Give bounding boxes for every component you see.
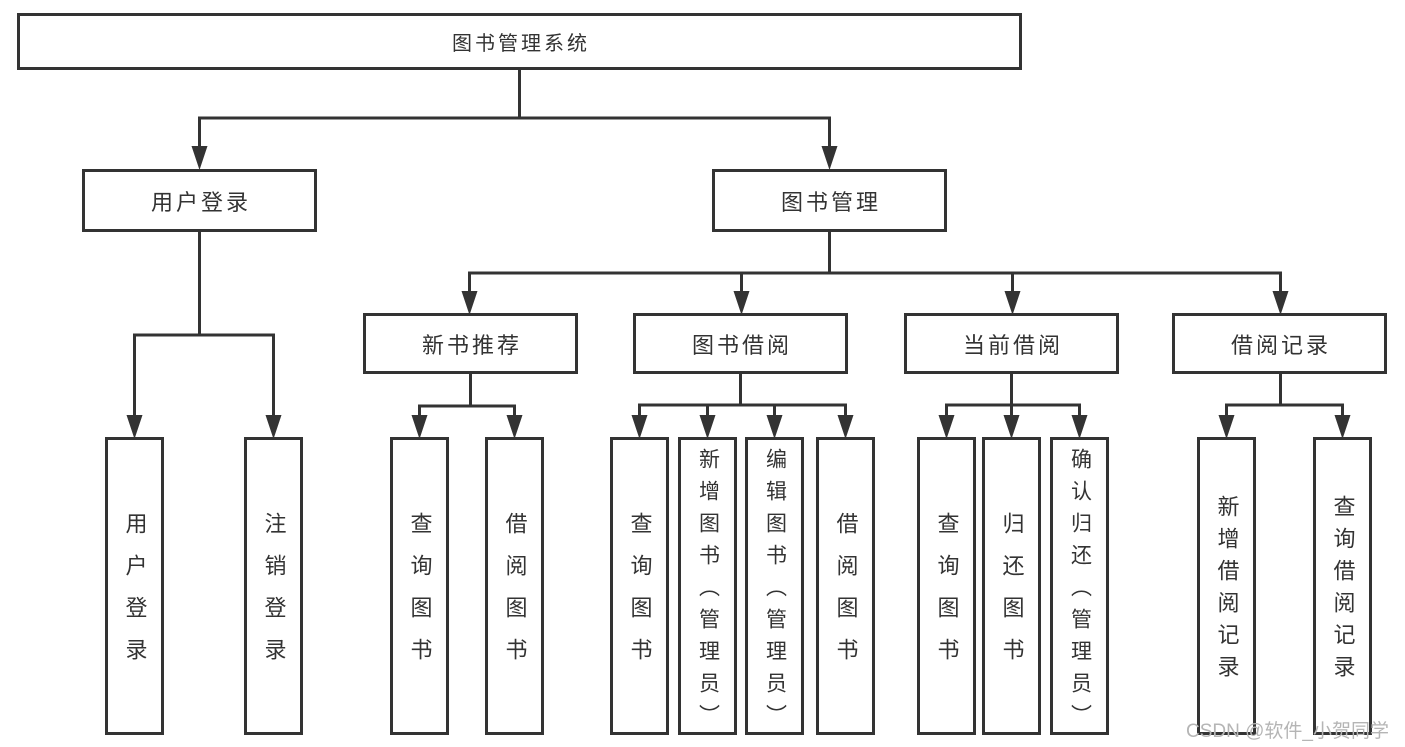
leaf-add-book-admin-label: 新增图书（管理员） [696, 447, 720, 736]
leaf-confirm-return-admin: 确认归还（管理员） [1050, 437, 1109, 736]
leaf-query-books-borrow: 查询图书 [610, 437, 669, 735]
leaf-edit-book-admin: 编辑图书（管理员） [745, 437, 804, 736]
node-library-system: 图书管理系统 [17, 13, 1022, 70]
leaf-borrow-books-label: 借阅图书 [833, 512, 859, 680]
node-user-login: 用户登录 [82, 169, 317, 232]
leaf-edit-book-admin-label: 编辑图书（管理员） [763, 447, 787, 736]
leaf-return-book: 归还图书 [982, 437, 1041, 735]
leaf-query-borrow-record-label: 查询借阅记录 [1330, 495, 1356, 687]
leaf-return-book-label: 归还图书 [999, 512, 1025, 680]
leaf-confirm-return-admin-label: 确认归还（管理员） [1068, 447, 1092, 736]
leaf-user-login: 用户登录 [105, 437, 164, 735]
leaf-user-login-label: 用户登录 [122, 512, 148, 680]
leaf-query-books-recommend: 查询图书 [390, 437, 449, 735]
node-book-management: 图书管理 [712, 169, 947, 232]
node-new-book-recommend: 新书推荐 [363, 313, 578, 374]
leaf-add-book-admin: 新增图书（管理员） [678, 437, 737, 736]
leaf-add-borrow-record-label: 新增借阅记录 [1214, 495, 1240, 687]
arrowheads [126, 146, 1351, 439]
leaf-borrow-books: 借阅图书 [816, 437, 875, 735]
node-book-borrowing: 图书借阅 [633, 313, 848, 374]
leaf-logout: 注销登录 [244, 437, 303, 735]
leaf-borrow-books-recommend-label: 借阅图书 [502, 512, 528, 680]
csdn-watermark: CSDN @软件_小贺同学 [1186, 721, 1389, 742]
leaf-query-books-recommend-label: 查询图书 [407, 512, 433, 680]
leaf-query-books-current: 查询图书 [917, 437, 976, 735]
leaf-borrow-books-recommend: 借阅图书 [485, 437, 544, 735]
leaf-query-books-borrow-label: 查询图书 [627, 512, 653, 680]
leaf-add-borrow-record: 新增借阅记录 [1197, 437, 1256, 735]
leaf-query-borrow-record: 查询借阅记录 [1313, 437, 1372, 735]
leaf-logout-label: 注销登录 [261, 512, 287, 680]
node-current-borrowing: 当前借阅 [904, 313, 1119, 374]
node-borrowing-records: 借阅记录 [1172, 313, 1387, 374]
leaf-query-books-current-label: 查询图书 [934, 512, 960, 680]
